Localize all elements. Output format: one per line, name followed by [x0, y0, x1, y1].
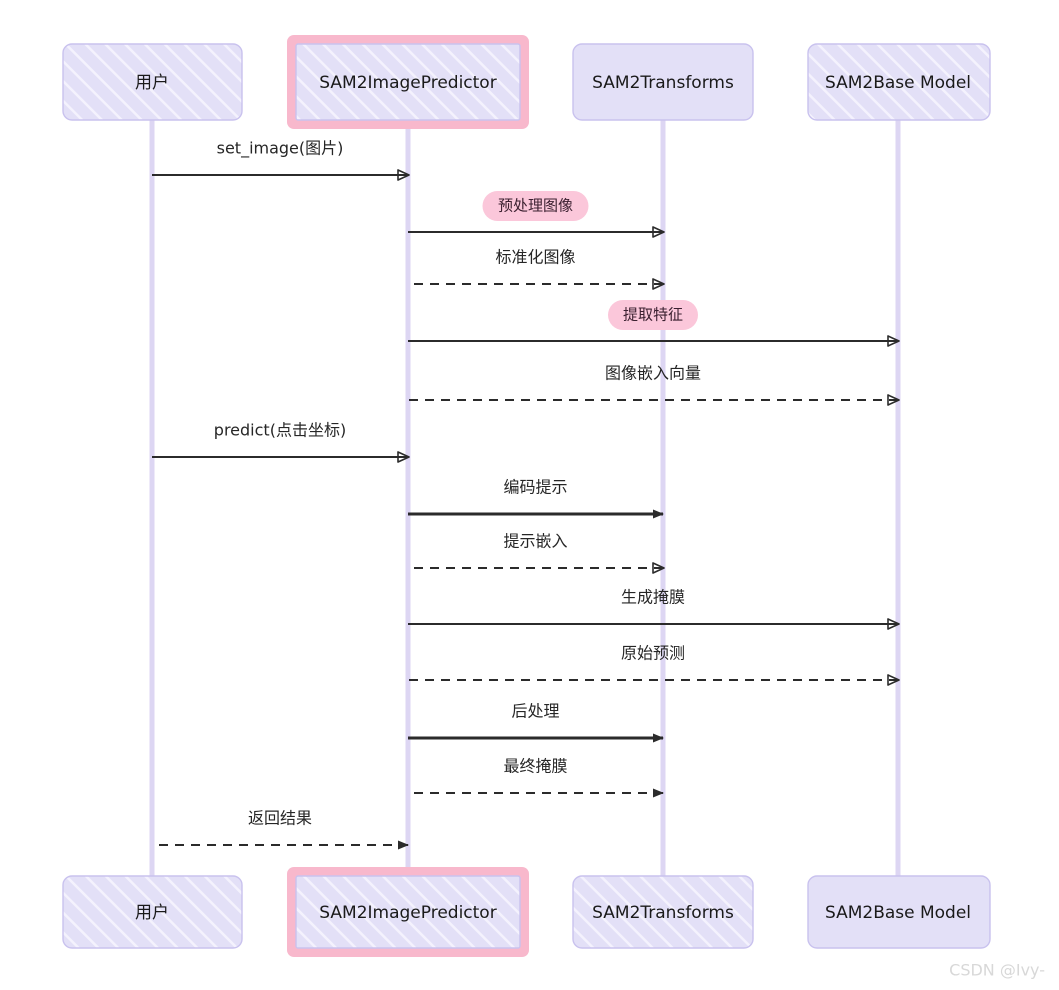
message-5: 图像嵌入向量	[408, 364, 900, 406]
message-label-2: 预处理图像	[498, 197, 573, 215]
participant-label-transforms: SAM2Transforms	[592, 73, 734, 93]
participant-boxes-top: 用户 SAM2ImagePredictor SAM2Transforms SAM2Ba…	[62, 35, 991, 129]
participant-rect-transforms	[572, 875, 754, 949]
participant-label-transforms: SAM2Transforms	[592, 903, 734, 923]
lifeline-transforms	[660, 120, 666, 876]
message-label-6: predict(点击坐标)	[214, 421, 346, 440]
message-label-4: 提取特征	[623, 306, 683, 324]
lifelines-layer	[149, 120, 901, 876]
participant-rect-user	[62, 875, 243, 949]
participant-label-user: 用户	[135, 903, 169, 923]
watermark-layer: CSDN @Ivy-	[949, 961, 1045, 980]
participant-box-predictor-bottom[interactable]: SAM2ImagePredictor	[287, 867, 529, 957]
watermark-text: CSDN @Ivy-	[949, 961, 1045, 980]
message-8: 提示嵌入	[408, 532, 665, 574]
message-highlight-pill-4	[608, 300, 698, 330]
participant-rect-predictor	[295, 875, 521, 949]
participant-box-base-top[interactable]: SAM2Base Model	[807, 43, 991, 121]
message-12: 最终掩膜	[408, 757, 664, 798]
message-label-7: 编码提示	[503, 478, 567, 497]
message-label-10: 原始预测	[621, 644, 685, 663]
message-4: 提取特征	[408, 300, 900, 347]
participant-rect-user	[62, 43, 243, 121]
message-13: 返回结果	[152, 809, 409, 850]
participant-box-user-bottom[interactable]: 用户	[62, 875, 243, 949]
message-label-8: 提示嵌入	[503, 532, 567, 551]
message-9: 生成掩膜	[408, 588, 900, 630]
participant-label-user: 用户	[135, 73, 169, 93]
participant-box-base-bottom[interactable]: SAM2Base Model	[807, 875, 991, 949]
message-11: 后处理	[408, 702, 664, 743]
message-label-12: 最终掩膜	[503, 757, 567, 776]
lifeline-base	[895, 120, 901, 876]
message-label-13: 返回结果	[248, 809, 312, 828]
participant-box-transforms-bottom[interactable]: SAM2Transforms	[572, 875, 754, 949]
message-7: 编码提示	[408, 478, 664, 519]
message-1: set_image(图片)	[152, 139, 410, 181]
message-label-11: 后处理	[511, 702, 559, 721]
participant-label-base: SAM2Base Model	[825, 73, 971, 93]
participant-rect-predictor	[295, 43, 521, 121]
message-6: predict(点击坐标)	[152, 421, 410, 463]
participant-label-predictor: SAM2ImagePredictor	[319, 903, 496, 923]
participant-label-predictor: SAM2ImagePredictor	[319, 73, 496, 93]
message-label-5: 图像嵌入向量	[605, 364, 701, 383]
message-10: 原始预测	[408, 644, 900, 686]
participant-rect-base	[807, 43, 991, 121]
participant-rect-base	[807, 875, 991, 949]
message-3: 标准化图像	[408, 248, 665, 290]
message-label-1: set_image(图片)	[217, 139, 344, 159]
participant-label-base: SAM2Base Model	[825, 903, 971, 923]
participant-rect-transforms	[572, 43, 754, 121]
participant-boxes-bottom: 用户 SAM2ImagePredictor SAM2Transforms SAM2Ba…	[62, 867, 991, 957]
message-label-9: 生成掩膜	[621, 588, 685, 607]
message-highlight-pill-2	[482, 191, 589, 221]
message-label-3: 标准化图像	[495, 248, 575, 267]
participant-box-predictor-top[interactable]: SAM2ImagePredictor	[287, 35, 529, 129]
lifeline-user	[149, 120, 155, 876]
participant-box-transforms-top[interactable]: SAM2Transforms	[572, 43, 754, 121]
lifeline-predictor	[405, 120, 411, 876]
participant-box-user-top[interactable]: 用户	[62, 43, 243, 121]
message-2: 预处理图像	[408, 191, 665, 238]
